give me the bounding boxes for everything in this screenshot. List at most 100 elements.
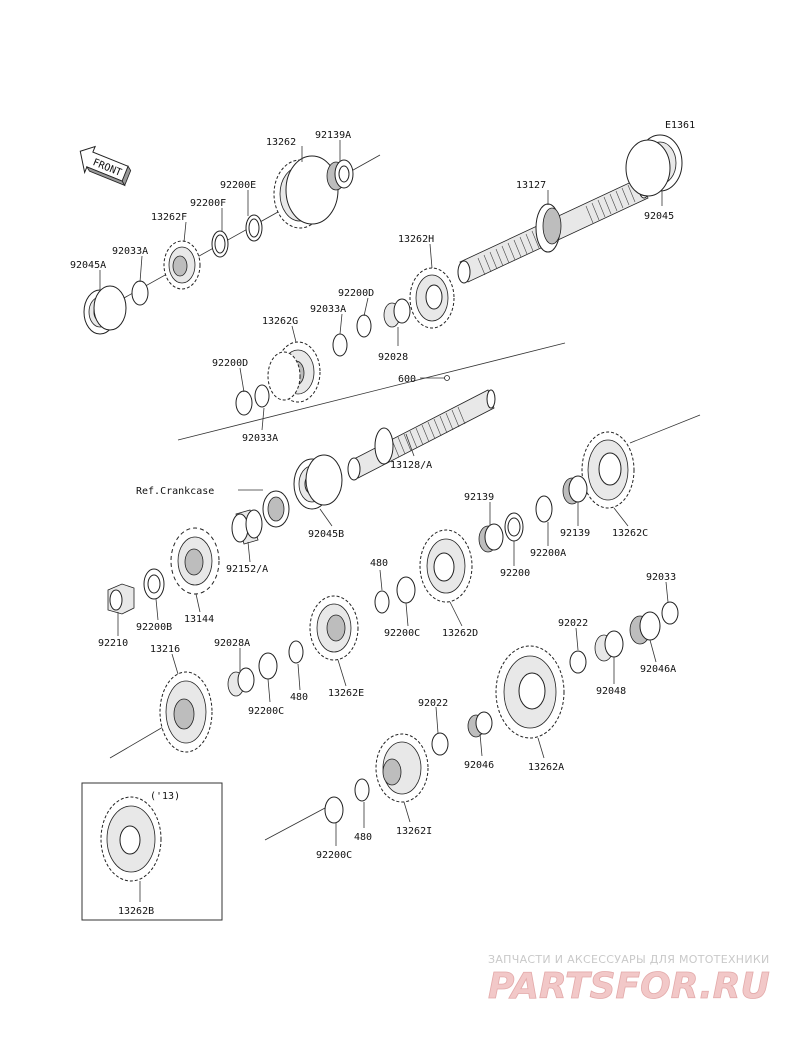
circlip-480-1 (374, 590, 390, 614)
bushing-92028A (227, 667, 255, 697)
label-92033: 92033 (646, 572, 676, 583)
leader-lines (99, 140, 669, 902)
label-13262B: 13262B (118, 906, 154, 917)
input-shaft-13128A (347, 375, 496, 481)
label-92022-1: 92022 (558, 618, 588, 629)
needle-bearing-92046A (629, 611, 661, 645)
washer-92200A (535, 495, 553, 523)
label-92200C-3: 92200C (316, 850, 352, 861)
label-13127: 13127 (516, 180, 546, 191)
label-92200D-2: 92200D (212, 358, 248, 369)
collar-92048 (594, 630, 624, 662)
needle-bearing-92139-left (478, 523, 504, 553)
collar-92152A (231, 509, 263, 545)
needle-bearing-92139A (326, 159, 354, 191)
watermark-tagline: ЗАПЧАСТИ И АКСЕССУАРЫ ДЛЯ МОТОТЕХНИКИ (488, 953, 770, 966)
washer-92200C-1 (396, 576, 416, 604)
circlip-480-3 (354, 778, 370, 802)
washer-92200F-inner (214, 234, 226, 254)
label-92033A-2: 92033A (310, 304, 346, 315)
label-13262G: 13262G (262, 316, 298, 327)
watermark: ЗАПЧАСТИ И АКСЕССУАРЫ ДЛЯ МОТОТЕХНИКИ PA… (488, 953, 771, 1007)
label-92152A: 92152/A (226, 564, 268, 575)
label-92200C-1: 92200C (384, 628, 420, 639)
label-92200E: 92200E (220, 180, 256, 191)
circlip-92033A-2 (332, 333, 348, 357)
label-13216: 13216 (150, 644, 180, 655)
label-92210: 92210 (98, 638, 128, 649)
washer-92200-inner (507, 517, 521, 537)
label-92045A: 92045A (70, 260, 106, 271)
label-92045: 92045 (644, 211, 674, 222)
circlip-92033 (661, 601, 679, 625)
label-92033A-1: 92033A (112, 246, 148, 257)
sprocket-13144 (170, 527, 220, 595)
washer-92022-2 (431, 732, 449, 756)
label-92200C-2: 92200C (248, 706, 284, 717)
label-92022-2: 92022 (418, 698, 448, 709)
gear-13262A (495, 645, 565, 739)
label-92048: 92048 (596, 686, 626, 697)
label-92200B: 92200B (136, 622, 172, 633)
output-shaft-13127 (457, 177, 650, 284)
label-480-1: 480 (370, 558, 388, 569)
label-480-3: 480 (354, 832, 372, 843)
label-13262H: 13262H (398, 234, 434, 245)
nut-92210 (107, 583, 135, 615)
label-92200D-1: 92200D (338, 288, 374, 299)
gear-13216 (159, 671, 213, 753)
label-92200A: 92200A (530, 548, 566, 559)
gear-13262D (419, 529, 473, 603)
label-13128A: 13128/A (390, 460, 432, 471)
gear-13262 (273, 155, 339, 229)
gear-13262H (409, 267, 455, 329)
washer-92200B-inner (147, 574, 161, 594)
label-ref-crankcase: Ref.Crankcase (136, 486, 214, 497)
inset-note: ('13) (150, 791, 180, 802)
gear-13262E (309, 595, 359, 661)
label-92139-1: 92139 (464, 492, 494, 503)
label-480-2: 480 (290, 692, 308, 703)
washer-92022-1 (569, 650, 587, 674)
circlip-480-2 (288, 640, 304, 664)
gear-13262C (581, 431, 635, 509)
needle-bearing-92046 (467, 711, 493, 738)
label-13262D: 13262D (442, 628, 478, 639)
oil-seal-crankcase (262, 490, 290, 528)
label-92046A: 92046A (640, 664, 676, 675)
label-92200: 92200 (500, 568, 530, 579)
label-13144: 13144 (184, 614, 214, 625)
bearing-92045B (293, 454, 343, 510)
gear-13262I (375, 733, 429, 803)
washer-92200D-1 (356, 314, 372, 338)
circlip-92033A (131, 280, 149, 306)
label-13262C: 13262C (612, 528, 648, 539)
inset-13262B: ('13) (81, 782, 223, 921)
label-13262E: 13262E (328, 688, 364, 699)
part-labels: 13262 92139A 13127 92045 92200E 92200F 1… (70, 130, 676, 917)
label-13262A: 13262A (528, 762, 564, 773)
label-92139A: 92139A (315, 130, 351, 141)
bearing-92045 (625, 134, 683, 197)
gear-13262G (267, 341, 321, 403)
label-92033A-3: 92033A (242, 433, 278, 444)
washer-92200E-inner (248, 218, 260, 238)
front-arrow-icon: FRONT (79, 145, 132, 187)
bushing-92028 (383, 298, 411, 328)
washer-92200C-3 (324, 796, 344, 824)
label-13262F: 13262F (151, 212, 187, 223)
needle-bearing-92139-right (562, 475, 588, 505)
label-92045B: 92045B (308, 529, 344, 540)
label-92139-2: 92139 (560, 528, 590, 539)
label-92028: 92028 (378, 352, 408, 363)
watermark-logo: PARTSFOR.RU (488, 966, 770, 1007)
bearing-92045A (83, 285, 127, 335)
washer-92200C-2 (258, 652, 278, 680)
label-92028A: 92028A (214, 638, 250, 649)
gear-13262F (163, 240, 201, 290)
diagram-code: E1361 (665, 120, 695, 131)
label-13262: 13262 (266, 137, 296, 148)
label-600: 600 (398, 374, 416, 385)
